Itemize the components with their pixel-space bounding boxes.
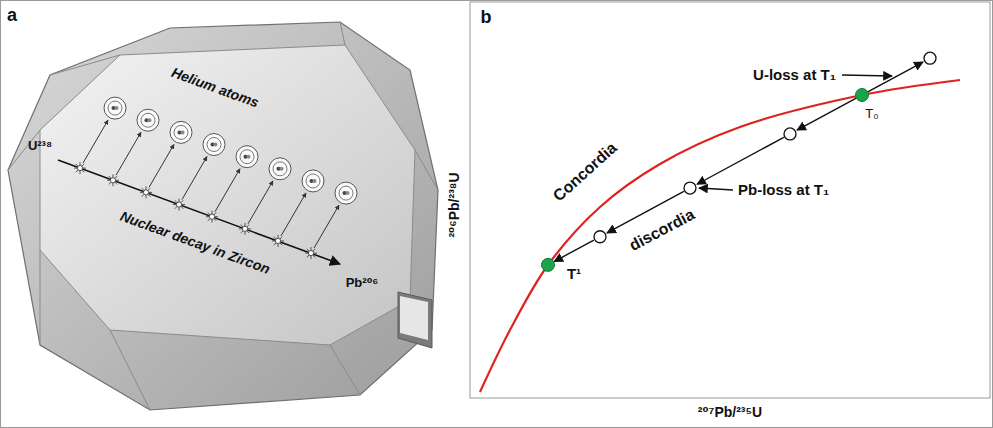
- line-label: discordia: [626, 206, 697, 255]
- helium-atom: [269, 158, 291, 180]
- emission-arrow: [182, 157, 207, 200]
- decay-star: [272, 235, 284, 247]
- emission-arrow: [116, 132, 141, 175]
- crystal-end-facet: [398, 292, 432, 348]
- helium-atom: [302, 170, 324, 192]
- u-loss-segment: [867, 62, 923, 92]
- helium-atom: [236, 146, 258, 168]
- axis-label: ²⁰⁶Pb/²³⁸U: [447, 172, 462, 237]
- decay-event: [272, 170, 324, 247]
- intercept-dot: [542, 258, 555, 271]
- decay-points: [74, 97, 357, 259]
- discordia-segment: [797, 98, 857, 130]
- emission-arrow: [314, 205, 339, 248]
- decay-event: [305, 182, 357, 259]
- emission-arrow: [215, 169, 240, 212]
- zircon-crystal: [8, 22, 438, 410]
- axis-label: ²⁰⁷Pb/²³⁵U: [698, 405, 762, 420]
- age-label: T¹: [567, 266, 581, 283]
- leader-arrow: [842, 75, 892, 76]
- crystal-outline: [8, 22, 438, 410]
- open-circle: [784, 128, 796, 140]
- isotope-label: Pb²⁰⁶: [346, 276, 379, 290]
- intercept-dot: [856, 89, 869, 102]
- helium-atom: [335, 182, 357, 204]
- decay-event: [140, 121, 192, 198]
- helium-atom: [203, 134, 225, 156]
- age-label: T₀: [865, 107, 878, 121]
- emission-arrow: [83, 120, 108, 163]
- decay-star: [173, 199, 185, 211]
- crystal-end-highlight: [400, 296, 428, 340]
- emission-arrow: [281, 193, 306, 236]
- crystal-edges: [8, 22, 438, 410]
- open-circle: [924, 52, 936, 64]
- emission-arrow: [248, 181, 273, 224]
- decay-star: [305, 247, 317, 259]
- open-circle: [594, 231, 606, 243]
- decay-event: [173, 134, 225, 211]
- open-circle: [684, 182, 696, 194]
- panel-letter: a: [7, 6, 17, 26]
- discordia-segment: [554, 240, 594, 261]
- decay-event: [107, 109, 159, 186]
- decay-star: [206, 211, 218, 223]
- u-loss-label: U-loss at T₁: [753, 67, 836, 84]
- helium-atom: [170, 121, 192, 143]
- isotope-label: U²³⁸: [28, 139, 52, 153]
- concordia-plot: [480, 52, 960, 392]
- emission-arrow: [149, 144, 174, 187]
- decay-star: [239, 223, 251, 235]
- plot-frame: [470, 2, 990, 398]
- decay-star: [74, 162, 86, 174]
- pb-loss-label: Pb-loss at T₁: [738, 182, 829, 199]
- helium-atom: [104, 97, 126, 119]
- crystal-face: [40, 45, 415, 345]
- panel-letter: b: [481, 8, 492, 28]
- concordia-curve: [480, 80, 960, 392]
- decay-event: [239, 158, 291, 235]
- curve-label: Concordia: [550, 139, 621, 205]
- decay-star: [140, 186, 152, 198]
- helium-atom: [137, 109, 159, 131]
- discordia-segment: [697, 137, 784, 184]
- decay-event: [74, 97, 126, 174]
- decay-star: [107, 174, 119, 186]
- leader-arrow: [699, 188, 733, 190]
- decay-event: [206, 146, 258, 223]
